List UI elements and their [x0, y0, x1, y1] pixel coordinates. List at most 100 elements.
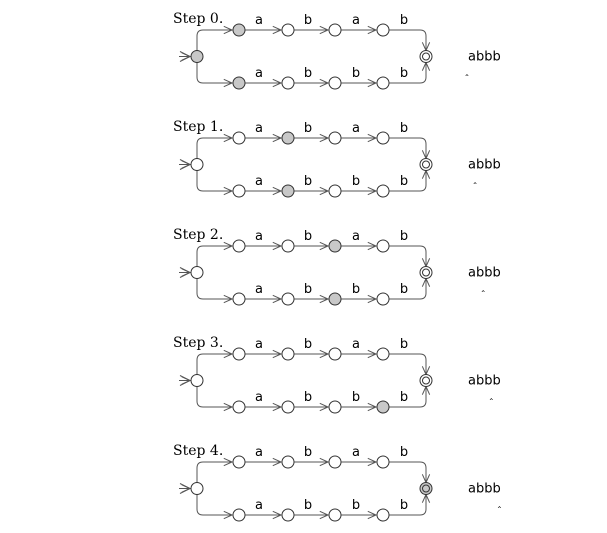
bottom-row-state — [232, 76, 246, 90]
transition-symbol: a — [255, 498, 263, 513]
entry-arrow-icon — [179, 267, 192, 278]
transition-symbol: b — [304, 174, 312, 189]
transition-symbol: b — [400, 498, 408, 513]
transition-symbol: a — [255, 66, 263, 81]
transition-symbol: b — [352, 498, 360, 513]
final-state — [419, 374, 433, 387]
step-label: Step 2. — [173, 227, 223, 243]
transition-symbol: a — [352, 13, 360, 28]
transition-symbol: b — [304, 337, 312, 352]
transition-symbol: b — [400, 229, 408, 244]
transition-symbol: b — [400, 66, 408, 81]
start-state — [190, 482, 204, 495]
bottom-row-state — [376, 292, 390, 306]
top-row-state — [328, 131, 342, 145]
top-row-state — [328, 347, 342, 361]
top-row-state — [376, 455, 390, 469]
transition-symbol: a — [255, 229, 263, 244]
top-row-state — [232, 239, 246, 253]
transition-symbol: a — [255, 174, 263, 189]
input-string: abbb — [468, 50, 501, 65]
input-string: abbb — [468, 158, 501, 173]
bottom-row-state — [232, 292, 246, 306]
bottom-row-state — [232, 400, 246, 414]
step-label: Step 1. — [173, 119, 223, 135]
bottom-row-state — [328, 292, 342, 306]
transition-symbol: a — [352, 337, 360, 352]
transition-symbol: a — [255, 445, 263, 460]
entry-arrow-icon — [179, 159, 192, 170]
top-row-state — [328, 239, 342, 253]
bottom-row-state — [376, 76, 390, 90]
bottom-row-state — [328, 76, 342, 90]
transition-symbol: a — [352, 445, 360, 460]
transition-symbol: b — [304, 229, 312, 244]
top-row-state — [232, 23, 246, 37]
bottom-row-state — [281, 184, 295, 198]
top-row-state — [281, 347, 295, 361]
start-state — [190, 158, 204, 171]
input-caret-icon: ‸ — [473, 174, 477, 185]
transition-symbol: a — [255, 121, 263, 136]
transition-symbol: b — [400, 445, 408, 460]
entry-arrow-icon — [179, 51, 192, 62]
step-label: Step 0. — [173, 11, 223, 27]
bottom-row-state — [232, 508, 246, 522]
transition-symbol: b — [304, 13, 312, 28]
transition-symbol: a — [255, 282, 263, 297]
transition-symbol: b — [400, 282, 408, 297]
input-caret-icon: ‸ — [465, 66, 469, 77]
step-label: Step 3. — [173, 335, 223, 351]
start-state — [190, 374, 204, 387]
transition-symbol: b — [304, 445, 312, 460]
step-label: Step 4. — [173, 443, 223, 459]
transition-symbol: b — [352, 390, 360, 405]
top-row-state — [232, 131, 246, 145]
bottom-row-state — [281, 508, 295, 522]
top-row-state — [376, 347, 390, 361]
top-row-state — [281, 23, 295, 37]
top-row-state — [376, 131, 390, 145]
final-state — [419, 266, 433, 279]
bottom-row-state — [376, 184, 390, 198]
final-state — [419, 158, 433, 171]
final-state — [419, 50, 433, 63]
top-row-state — [328, 455, 342, 469]
transition-symbol: b — [304, 498, 312, 513]
transition-symbol: b — [400, 390, 408, 405]
input-caret-icon: ‸ — [490, 390, 494, 401]
bottom-row-state — [281, 400, 295, 414]
transition-symbol: b — [400, 13, 408, 28]
bottom-row-state — [376, 400, 390, 414]
transition-symbol: b — [352, 174, 360, 189]
input-caret-icon: ‸ — [498, 498, 502, 509]
top-row-state — [281, 455, 295, 469]
input-string: abbb — [468, 374, 501, 389]
transition-symbol: b — [304, 66, 312, 81]
bottom-row-state — [376, 508, 390, 522]
bottom-row-state — [328, 400, 342, 414]
top-row-state — [232, 347, 246, 361]
bottom-row-state — [232, 184, 246, 198]
transition-symbol: a — [255, 13, 263, 28]
bottom-row-state — [281, 76, 295, 90]
transition-symbol: b — [400, 121, 408, 136]
transition-symbol: b — [304, 390, 312, 405]
final-state — [419, 482, 433, 495]
transition-symbol: b — [400, 174, 408, 189]
transition-symbol: b — [304, 282, 312, 297]
transition-symbol: a — [255, 390, 263, 405]
transition-symbol: a — [352, 121, 360, 136]
top-row-state — [281, 239, 295, 253]
top-row-state — [328, 23, 342, 37]
bottom-row-state — [328, 184, 342, 198]
start-state — [190, 266, 204, 279]
start-state — [190, 50, 204, 63]
entry-arrow-icon — [179, 483, 192, 494]
